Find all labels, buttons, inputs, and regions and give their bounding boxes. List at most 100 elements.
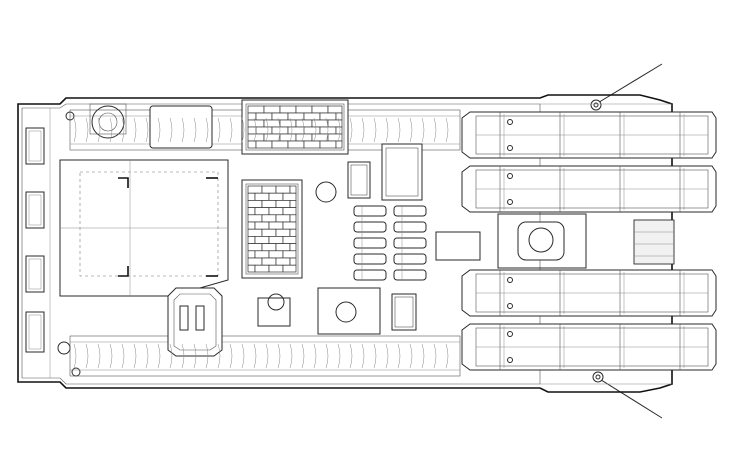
track-link — [217, 343, 221, 369]
track-link — [193, 343, 197, 369]
brick — [261, 214, 277, 223]
brick — [268, 250, 284, 259]
brick — [255, 112, 273, 121]
track-link — [85, 117, 89, 143]
track-link — [133, 343, 137, 369]
track-link — [85, 343, 89, 369]
track-link — [397, 343, 401, 369]
track-link — [337, 117, 341, 143]
brick — [268, 207, 284, 216]
track-link — [289, 117, 293, 143]
brick — [261, 200, 277, 208]
brick — [261, 257, 277, 266]
brick — [282, 264, 297, 273]
brick — [282, 221, 297, 230]
track-link — [97, 343, 101, 369]
track-link — [349, 117, 353, 143]
brick — [247, 250, 256, 259]
antenna-rear — [592, 371, 663, 419]
track-link — [277, 343, 281, 369]
brick — [282, 236, 297, 244]
track-link — [421, 343, 425, 369]
brick — [289, 200, 297, 208]
track-link — [373, 117, 377, 143]
track-link — [181, 343, 185, 369]
track-link — [289, 343, 293, 369]
brick — [303, 112, 321, 121]
track-link — [169, 117, 173, 143]
brick — [254, 207, 270, 216]
track-link — [409, 343, 413, 369]
track-link — [409, 117, 413, 143]
brick — [247, 126, 257, 135]
track-link — [109, 117, 113, 143]
track-link — [325, 117, 329, 143]
brick — [247, 264, 256, 273]
brick — [255, 126, 273, 135]
brick — [254, 236, 270, 244]
engine-cover — [89, 103, 213, 149]
track-link — [253, 117, 257, 143]
brick — [254, 221, 270, 230]
brick — [254, 264, 270, 273]
brick — [275, 228, 291, 237]
brick — [247, 192, 256, 201]
track-bottom — [69, 335, 461, 377]
track-links — [73, 117, 449, 369]
track-link — [301, 343, 305, 369]
hull — [17, 94, 673, 393]
track-link — [313, 117, 317, 143]
track-link — [121, 343, 125, 369]
track-link — [265, 343, 269, 369]
brick — [247, 105, 265, 114]
brick — [279, 119, 297, 128]
launch-containers — [461, 111, 717, 371]
brick — [289, 243, 297, 252]
crew-compartment — [59, 159, 229, 297]
brick — [271, 140, 289, 149]
brick — [247, 257, 263, 266]
brick — [261, 228, 277, 237]
track-link — [121, 117, 125, 143]
brick — [261, 243, 277, 252]
brick — [303, 126, 321, 135]
brick — [271, 112, 289, 121]
track-link — [157, 343, 161, 369]
brick — [275, 200, 291, 208]
track-link — [445, 117, 449, 143]
equipment-boxes — [257, 143, 423, 335]
brick — [327, 105, 343, 114]
hatch-driver — [167, 287, 223, 357]
launch-container-1 — [461, 111, 717, 159]
track-link — [385, 343, 389, 369]
brick — [295, 133, 313, 142]
track-link — [277, 117, 281, 143]
track-link — [241, 343, 245, 369]
track-link — [133, 117, 137, 143]
track-link — [385, 117, 389, 143]
brick — [289, 228, 297, 237]
brick — [287, 126, 305, 135]
brick — [268, 221, 284, 230]
brick — [275, 257, 291, 266]
brick — [289, 214, 297, 223]
launch-container-4 — [461, 323, 717, 371]
brick — [263, 119, 281, 128]
brick — [247, 228, 263, 237]
track-link — [229, 117, 233, 143]
track-link — [433, 117, 437, 143]
brick — [295, 105, 313, 114]
brick — [247, 243, 263, 252]
brick — [247, 112, 257, 121]
brick — [254, 250, 270, 259]
brick — [282, 207, 297, 216]
brick — [289, 185, 297, 194]
brick — [263, 105, 281, 114]
track-link — [373, 343, 377, 369]
track-link — [181, 117, 185, 143]
brick — [282, 192, 297, 201]
track-link — [265, 117, 269, 143]
brick — [268, 192, 284, 201]
track-link — [337, 343, 341, 369]
track-link — [313, 343, 317, 369]
